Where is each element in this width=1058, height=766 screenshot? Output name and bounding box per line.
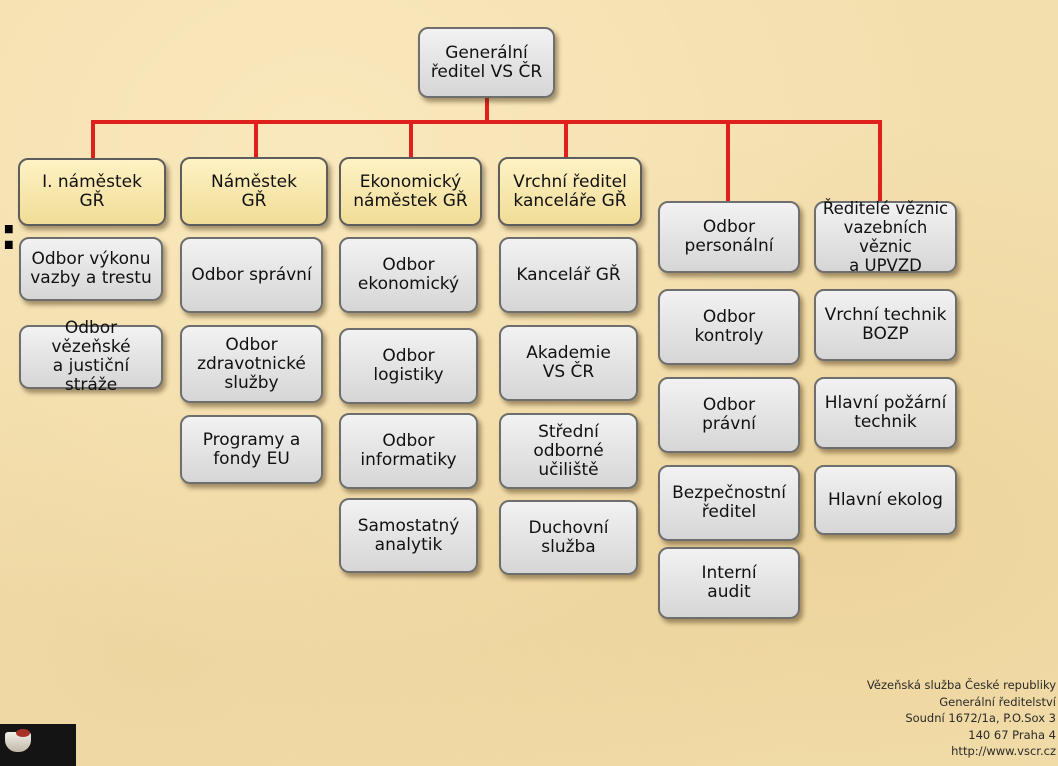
unit-box: Odbor správní bbox=[180, 237, 323, 313]
unit-box: Hlavní ekolog bbox=[814, 465, 957, 535]
unit-box: Odbor právní bbox=[658, 377, 800, 453]
unit-box: Vrchní technik BOZP bbox=[814, 289, 957, 361]
unit-box: Interní audit bbox=[658, 547, 800, 619]
head-deputy: Náměstek GŘ bbox=[180, 157, 328, 226]
unit-box: Odbor výkonu vazby a trestu bbox=[19, 237, 163, 301]
head-first-deputy: I. náměstek GŘ bbox=[18, 158, 166, 226]
head-office-director: Vrchní ředitel kanceláře GŘ bbox=[498, 157, 642, 226]
head-economic-deputy: Ekonomický náměstek GŘ bbox=[339, 157, 482, 226]
unit-box: Odbor zdravotnické služby bbox=[180, 325, 323, 403]
cup-shape bbox=[5, 732, 31, 752]
unit-box: Programy a fondy EU bbox=[180, 415, 323, 484]
footer-address: Vězeňská služba České republiky Generáln… bbox=[866, 678, 1056, 758]
unit-box: Ředitelé věznic vazebních věznic a UPVZD bbox=[814, 199, 957, 275]
unit-box: Akademie VS ČR bbox=[499, 325, 638, 401]
unit-box: Kancelář GŘ bbox=[499, 237, 638, 313]
unit-box: Odbor kontroly bbox=[658, 289, 800, 365]
unit-box: Odbor informatiky bbox=[339, 413, 478, 489]
unit-box: Samostatný analytik bbox=[339, 498, 478, 573]
unit-box: Duchovní služba bbox=[499, 500, 638, 575]
cup-detail bbox=[16, 729, 30, 737]
coffee-cup-icon bbox=[0, 724, 76, 766]
unit-box: Odbor vězeňské a justiční stráže bbox=[19, 319, 163, 395]
unit-box: Hlavní požární technik bbox=[814, 377, 957, 449]
unit-box: Bezpečnostní ředitel bbox=[658, 465, 800, 541]
unit-box: Odbor ekonomický bbox=[339, 237, 478, 313]
unit-box: Střední odborné učiliště bbox=[499, 413, 638, 489]
edge-text-fragment: : bbox=[0, 209, 18, 260]
unit-box: Odbor personální bbox=[658, 201, 800, 273]
unit-box: Odbor logistiky bbox=[339, 328, 478, 404]
root-general-director-box: Generální ředitel VS ČR bbox=[418, 27, 555, 98]
